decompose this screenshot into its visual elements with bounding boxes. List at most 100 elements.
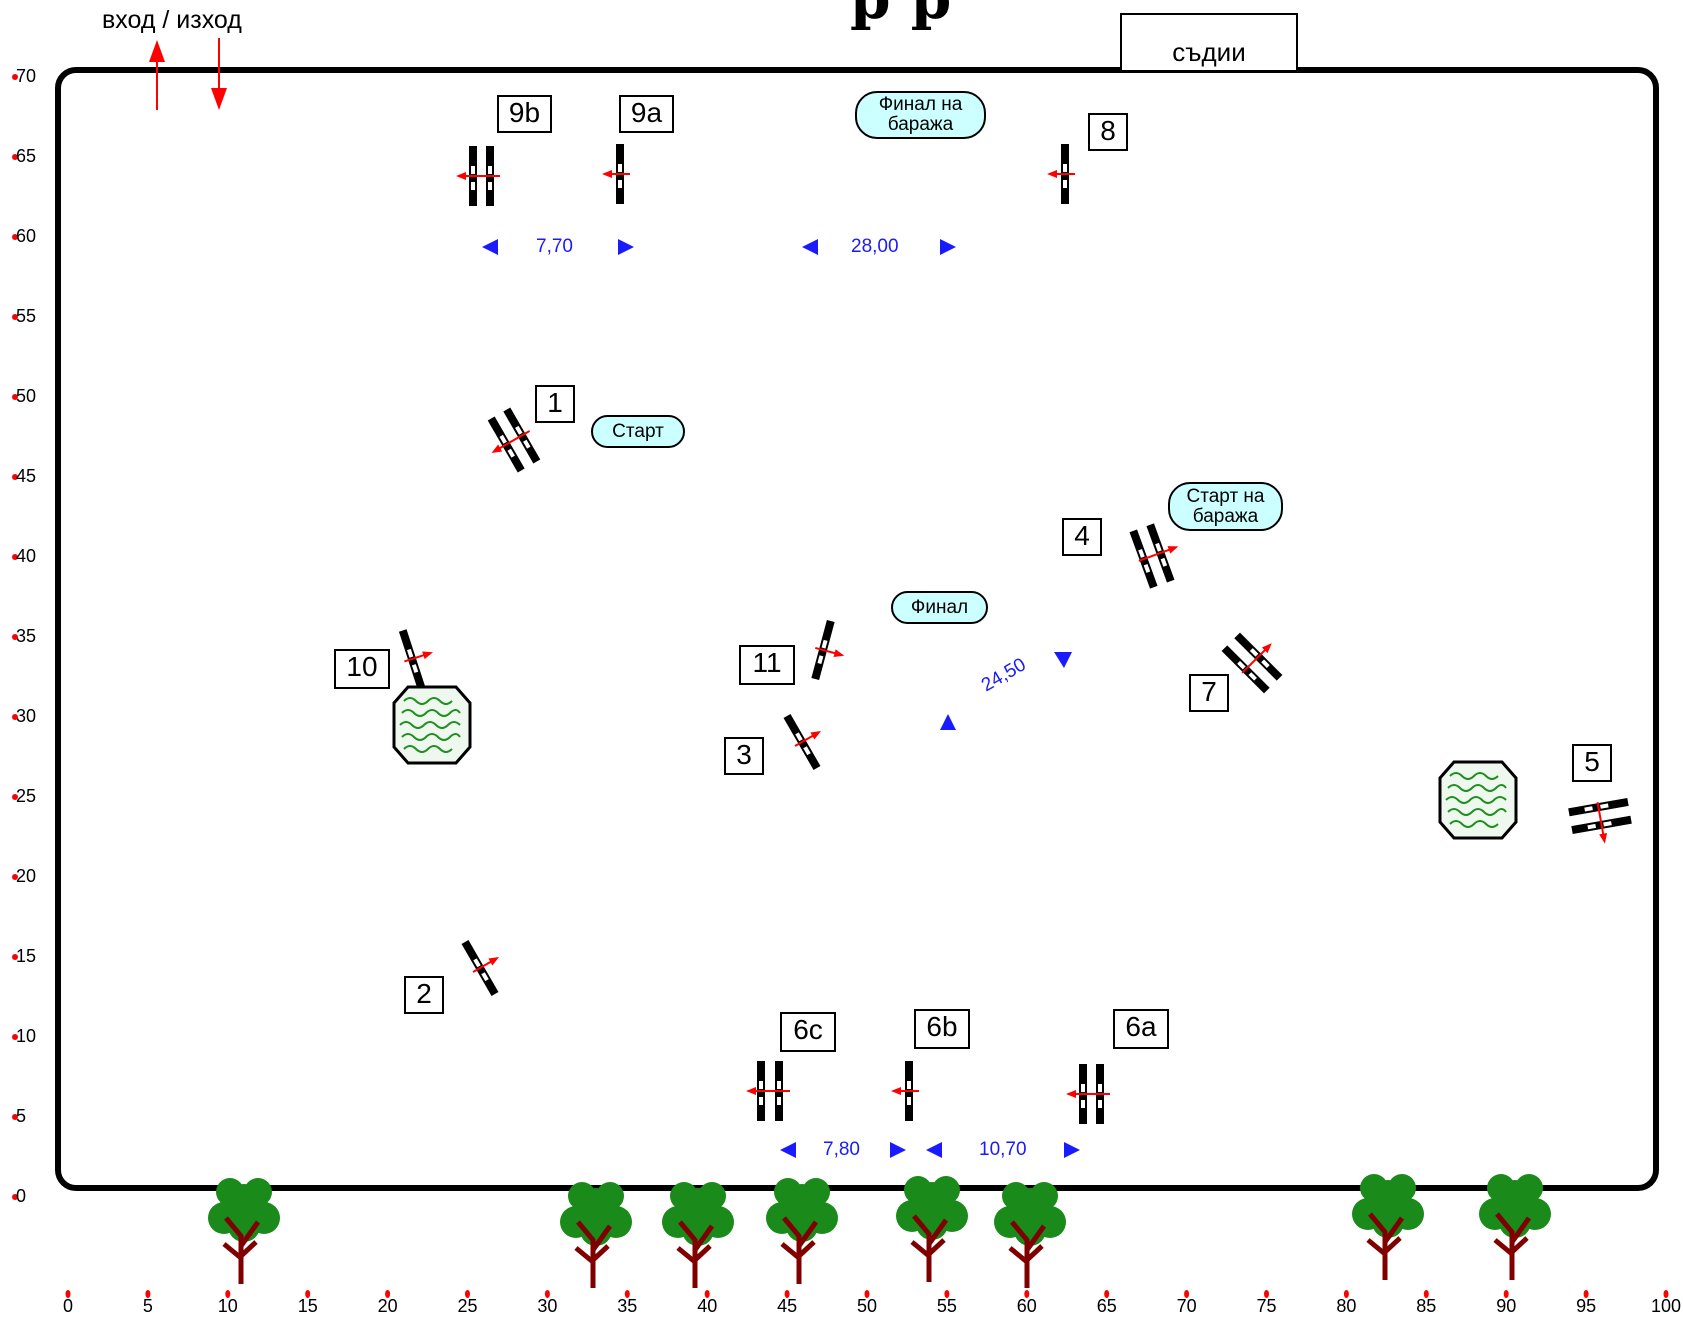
x-tick-marker xyxy=(624,1290,630,1298)
x-tick-label: 80 xyxy=(1336,1296,1357,1316)
obstacle-11 xyxy=(811,619,845,681)
x-tick-marker xyxy=(1024,1290,1030,1298)
start-label: Старт xyxy=(612,420,664,442)
y-tick-label: 15 xyxy=(16,946,37,966)
x-tick-label: 0 xyxy=(63,1296,74,1316)
obstacle-label-6b: 6b xyxy=(914,1009,970,1049)
y-tick-marker xyxy=(12,74,18,80)
x-tick-marker xyxy=(465,1290,470,1298)
y-tick-label: 65 xyxy=(16,146,37,166)
x-axis-markers xyxy=(65,1290,1669,1298)
x-tick-label: 25 xyxy=(457,1296,478,1316)
x-tick-label: 65 xyxy=(1096,1296,1117,1316)
obstacle-2 xyxy=(461,940,500,996)
obstacle-label-3: 3 xyxy=(724,737,764,775)
judges-box: съдии xyxy=(1120,13,1298,70)
obstacle-9b xyxy=(456,146,500,206)
hedge-right xyxy=(1438,760,1518,840)
x-tick-marker xyxy=(1184,1290,1190,1298)
obstacle-label-1: 1 xyxy=(535,385,575,423)
y-tick-label: 45 xyxy=(16,466,37,486)
x-tick-label: 70 xyxy=(1176,1296,1197,1316)
distance-label-top-left: 7,70 xyxy=(536,236,573,257)
y-tick-marker xyxy=(12,154,18,160)
y-tick-label: 10 xyxy=(16,1026,37,1046)
distance-label-top-right: 28,00 xyxy=(851,236,899,257)
obstacle-7 xyxy=(1221,632,1283,694)
jumpoff-finish-label: Финал на баража xyxy=(878,94,963,135)
y-tick-label: 60 xyxy=(16,226,37,246)
distance-arrows xyxy=(482,239,1080,1158)
start-pill: Старт xyxy=(591,415,685,448)
obstacle-3 xyxy=(783,714,822,770)
y-tick-marker xyxy=(12,554,18,560)
obstacle-4 xyxy=(1129,523,1179,589)
obstacle-9a xyxy=(602,144,630,204)
y-tick-marker xyxy=(12,474,18,480)
y-tick-marker xyxy=(12,314,18,320)
obstacle-label-9a: 9a xyxy=(619,95,674,133)
page-title-fragment: р р xyxy=(850,0,951,32)
obstacle-label-4: 4 xyxy=(1062,518,1102,556)
obstacle-6c xyxy=(746,1061,790,1121)
y-tick-label: 5 xyxy=(16,1106,27,1126)
jumpoff-finish-pill: Финал на баража xyxy=(855,91,986,139)
y-tick-label: 40 xyxy=(16,546,37,566)
x-tick-marker xyxy=(385,1290,391,1298)
x-tick-label: 40 xyxy=(697,1296,718,1316)
obstacle-6b xyxy=(891,1061,919,1121)
y-tick-label: 0 xyxy=(16,1186,27,1206)
x-tick-marker xyxy=(784,1290,790,1298)
x-tick-label: 85 xyxy=(1416,1296,1437,1316)
x-tick-marker xyxy=(544,1290,550,1298)
distance-label-bottom-right: 10,70 xyxy=(979,1139,1027,1160)
y-tick-marker xyxy=(12,874,18,880)
obstacle-label-8: 8 xyxy=(1088,113,1128,151)
trees xyxy=(208,1174,1551,1288)
y-tick-marker xyxy=(12,234,18,240)
y-tick-label: 35 xyxy=(16,626,37,646)
x-tick-marker xyxy=(1104,1290,1110,1298)
x-tick-marker xyxy=(305,1290,311,1298)
obstacle-label-7: 7 xyxy=(1189,674,1229,712)
arena-boundary xyxy=(55,67,1659,1191)
y-tick-marker xyxy=(12,1114,18,1120)
jumpoff-start-pill: Старт на баража xyxy=(1168,482,1283,531)
y-tick-marker xyxy=(12,714,18,720)
y-tick-label: 70 xyxy=(16,66,37,86)
obstacle-label-6c: 6c xyxy=(780,1012,836,1052)
finish-label: Финал xyxy=(910,596,969,618)
x-tick-label: 60 xyxy=(1016,1296,1037,1316)
x-tick-marker xyxy=(1423,1290,1429,1298)
obstacle-label-9b: 9b xyxy=(497,95,552,133)
x-tick-label: 15 xyxy=(297,1296,318,1316)
y-tick-marker xyxy=(12,954,18,960)
x-tick-label: 95 xyxy=(1576,1296,1597,1316)
entrance-label: вход / изход xyxy=(102,6,242,34)
x-tick-label: 100 xyxy=(1651,1296,1682,1316)
y-tick-marker xyxy=(12,1194,18,1200)
x-tick-marker xyxy=(1663,1290,1669,1298)
x-tick-marker xyxy=(1503,1290,1509,1298)
entrance-arrows xyxy=(149,38,227,110)
y-tick-marker xyxy=(12,634,18,640)
x-tick-label: 20 xyxy=(377,1296,398,1316)
x-tick-label: 50 xyxy=(857,1296,878,1316)
x-tick-label: 45 xyxy=(777,1296,798,1316)
obstacle-8 xyxy=(1047,144,1075,204)
y-axis-markers xyxy=(12,74,18,1200)
x-tick-label: 30 xyxy=(537,1296,558,1316)
y-tick-marker xyxy=(12,394,18,400)
x-tick-marker xyxy=(225,1290,231,1298)
y-tick-label: 25 xyxy=(16,786,37,806)
obstacle-1 xyxy=(487,407,541,473)
y-tick-label: 50 xyxy=(16,386,37,406)
obstacle-label-10: 10 xyxy=(334,649,390,689)
x-tick-marker xyxy=(65,1290,71,1298)
x-tick-marker xyxy=(864,1290,870,1298)
obstacle-label-11: 11 xyxy=(739,645,795,685)
y-tick-marker xyxy=(12,794,18,800)
x-tick-label: 5 xyxy=(142,1296,153,1316)
y-tick-label: 30 xyxy=(16,706,37,726)
